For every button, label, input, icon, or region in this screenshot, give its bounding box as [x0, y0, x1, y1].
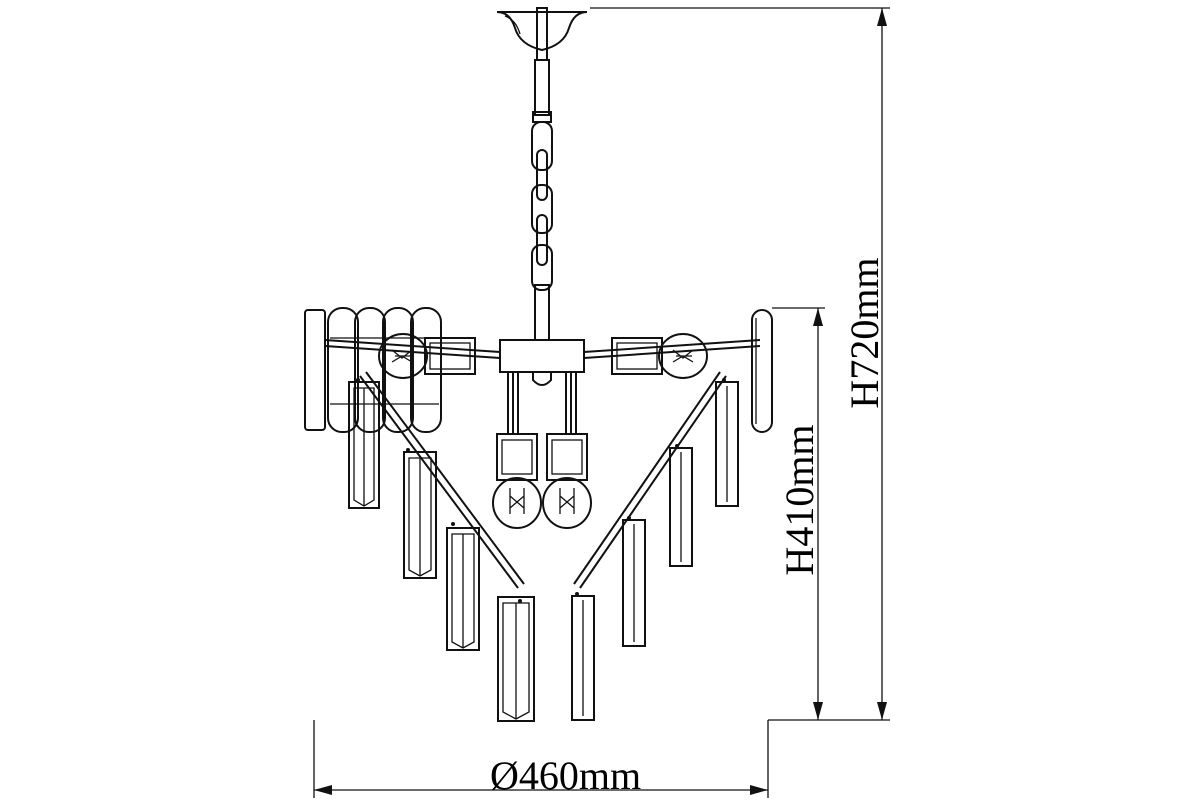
body-height-label: H410mm	[777, 424, 822, 576]
ceiling-canopy	[496, 7, 588, 61]
dimension-line-diameter	[314, 785, 768, 795]
suspension-chain	[531, 121, 553, 341]
bulb-holder-right	[611, 337, 663, 375]
crystal-plates-top-left	[304, 307, 442, 433]
bulb-holder-bottom-left	[496, 433, 538, 481]
crystal-prisms-left	[348, 378, 535, 722]
dimension-line-total-height	[590, 7, 890, 720]
crystal-plate-top-right	[751, 309, 773, 433]
dimension-line-base	[313, 719, 890, 798]
bulb-holder-bottom-right	[546, 433, 588, 481]
diameter-label: Ø460mm	[490, 753, 642, 798]
diagonal-arm-left	[359, 371, 525, 589]
crystal-prisms-right	[571, 378, 739, 721]
total-height-label: H720mm	[842, 257, 887, 409]
diagonal-arm-right	[573, 371, 727, 589]
bulb-bottom-left	[492, 477, 542, 529]
dimension-line-body-height	[772, 307, 825, 720]
bulb-holder-left	[424, 337, 476, 375]
bulb-right	[658, 333, 708, 379]
bulb-bottom-right	[542, 477, 592, 529]
suspension-rod	[532, 59, 552, 123]
bulb-left	[378, 333, 428, 379]
